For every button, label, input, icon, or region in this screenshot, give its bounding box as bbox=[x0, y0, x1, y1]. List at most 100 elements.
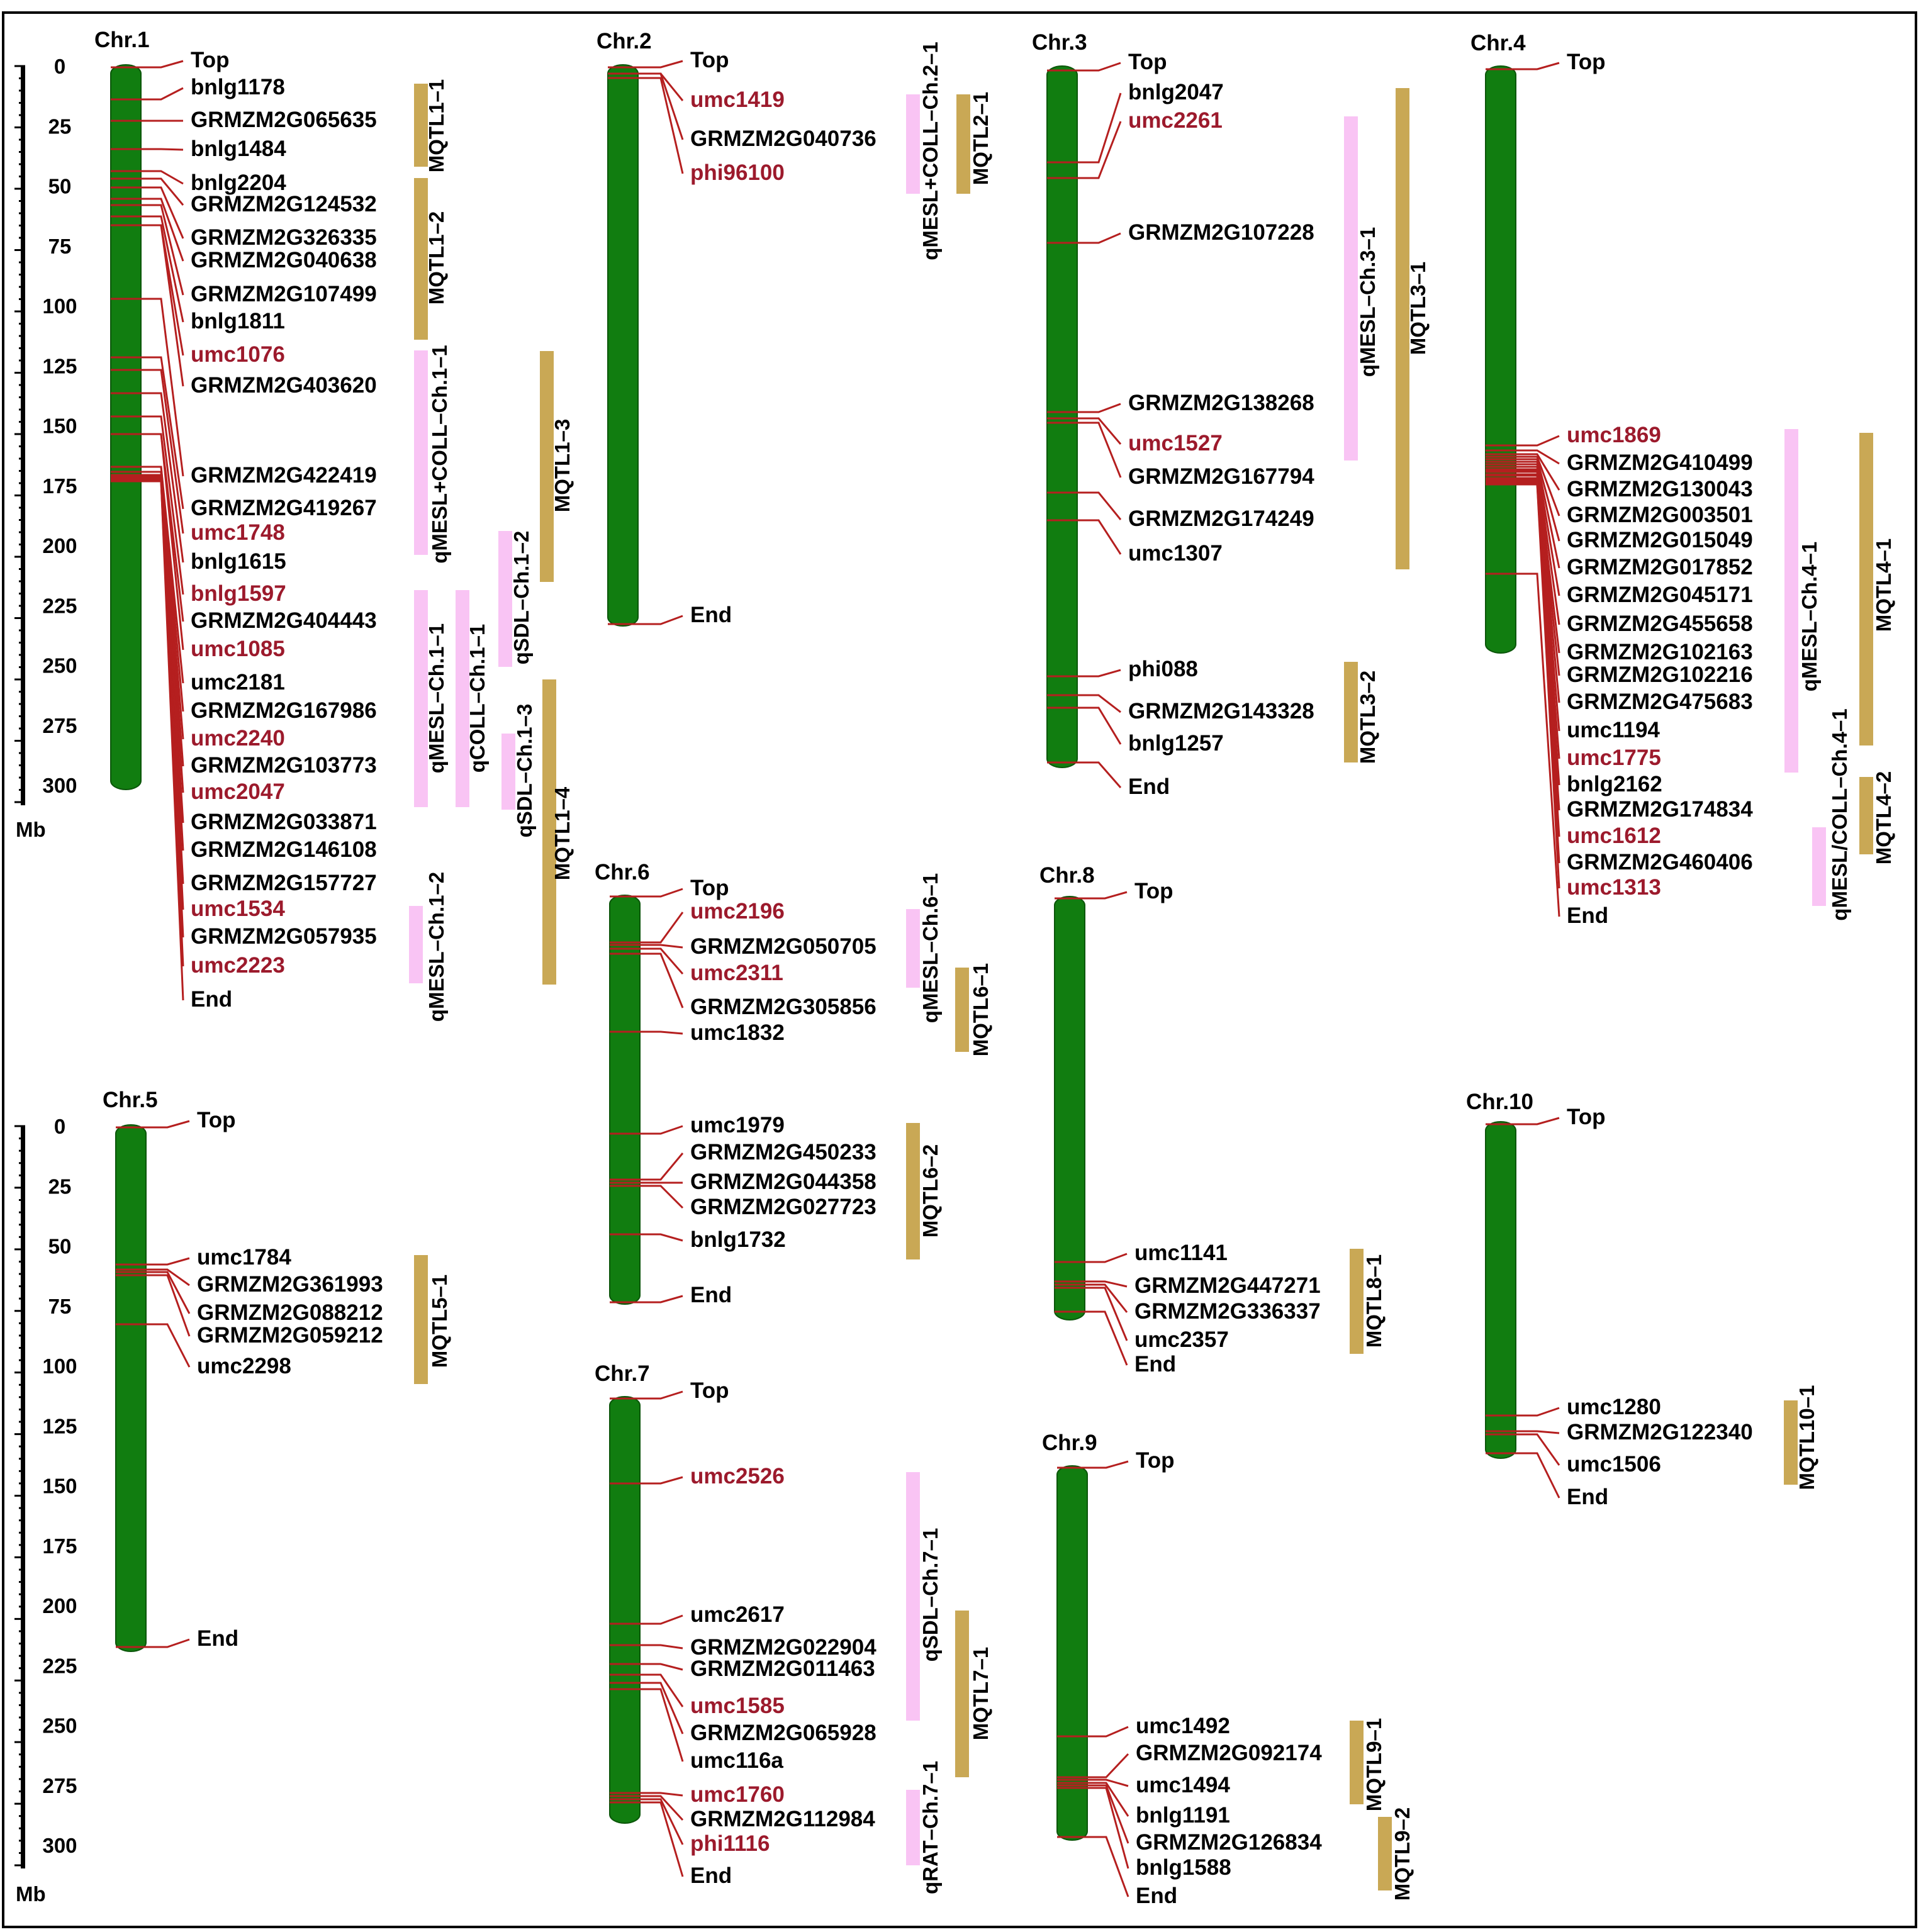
mqtl-bar bbox=[1859, 777, 1873, 854]
bar-label: MQTL4–2 bbox=[1872, 771, 1895, 865]
marker-label: GRMZM2G022904 bbox=[690, 1635, 876, 1660]
marker-connector bbox=[1516, 474, 1560, 759]
marker-connector bbox=[1516, 468, 1560, 654]
marker-connector bbox=[640, 1801, 684, 1877]
marker-connector bbox=[1087, 1784, 1129, 1844]
scale-tick-label: 275 bbox=[42, 714, 77, 737]
marker-connector bbox=[1077, 232, 1121, 244]
bar-label: qMESL–Ch.1–1 bbox=[425, 623, 448, 773]
bar-label: qMESL–Ch.1–2 bbox=[425, 872, 448, 1022]
marker-connector bbox=[1516, 461, 1560, 569]
bar-label: MQTL4–1 bbox=[1872, 539, 1895, 632]
marker-label: umc2261 bbox=[1128, 108, 1223, 133]
marker-connector bbox=[1516, 62, 1560, 70]
marker-connector bbox=[640, 1663, 683, 1671]
marker-label: GRMZM2G102216 bbox=[1567, 662, 1753, 687]
bar-label: MQTL3–2 bbox=[1356, 671, 1379, 764]
marker-label: umc1492 bbox=[1136, 1714, 1230, 1738]
chromosome-body bbox=[1046, 65, 1078, 768]
chromosome-6: Chr.6Topumc2196GRMZM2G050705umc2311GRMZM… bbox=[595, 860, 992, 1307]
mqtl-bar bbox=[955, 1611, 969, 1777]
marker-label: GRMZM2G065635 bbox=[191, 108, 377, 132]
marker-label: bnlg1588 bbox=[1136, 1855, 1231, 1880]
marker-label: GRMZM2G033871 bbox=[191, 810, 377, 834]
marker-connector bbox=[1516, 466, 1560, 625]
chromosome-4: Chr.4Topumc1869GRMZM2G410499GRMZM2G13004… bbox=[1470, 31, 1895, 928]
scale-tick-label: 75 bbox=[48, 235, 72, 258]
marker-label: End bbox=[1134, 1352, 1176, 1376]
marker-connector bbox=[640, 1792, 683, 1797]
qtl-bar bbox=[414, 350, 428, 555]
marker-label: Top bbox=[1567, 1105, 1606, 1129]
marker-label: phi1116 bbox=[690, 1831, 770, 1856]
marker-connector bbox=[1516, 1430, 1560, 1434]
qtl-bar bbox=[906, 94, 920, 194]
mqtl-bar bbox=[414, 178, 428, 340]
mqtl-bar bbox=[542, 679, 556, 985]
marker-connector bbox=[1077, 694, 1121, 713]
scale-tick-label: 200 bbox=[42, 1594, 77, 1617]
marker-label: GRMZM2G157727 bbox=[191, 871, 377, 895]
marker-label: GRMZM2G107228 bbox=[1128, 220, 1314, 245]
scale-tick-label: 50 bbox=[48, 175, 72, 198]
marker-connector bbox=[141, 204, 184, 296]
marker-connector bbox=[1087, 1460, 1129, 1469]
bar-label: MQTL10–1 bbox=[1795, 1385, 1818, 1490]
marker-connector bbox=[1077, 121, 1122, 179]
marker-label: phi088 bbox=[1128, 657, 1198, 681]
chromosome-8: Chr.8Topumc1141GRMZM2G447271GRMZM2G33633… bbox=[1039, 863, 1386, 1376]
marker-label: GRMZM2G138268 bbox=[1128, 391, 1314, 415]
chromosome-10: Chr.10Topumc1280GRMZM2G122340umc1506EndM… bbox=[1466, 1090, 1818, 1509]
figure-frame bbox=[2, 11, 1917, 1928]
qtl-bar bbox=[906, 1790, 920, 1865]
marker-label: GRMZM2G122340 bbox=[1567, 1420, 1753, 1444]
bar-label: MQTL9–2 bbox=[1391, 1807, 1414, 1901]
marker-label: GRMZM2G112984 bbox=[690, 1807, 875, 1831]
bar-label: MQTL1–2 bbox=[425, 211, 448, 305]
chromosome-body bbox=[1485, 65, 1516, 654]
scale-tick-label: 275 bbox=[42, 1774, 77, 1797]
marker-label: umc1280 bbox=[1567, 1395, 1661, 1419]
chromosome-body bbox=[1485, 1121, 1516, 1459]
bar-label: MQTL1–1 bbox=[425, 79, 448, 173]
marker-connector bbox=[141, 177, 184, 206]
marker-label: umc1832 bbox=[690, 1020, 785, 1045]
bar-label: qSDL–Ch.1–2 bbox=[510, 531, 533, 665]
scale-tick-label: 250 bbox=[42, 654, 77, 678]
scale-tick-label: 175 bbox=[42, 474, 77, 498]
marker-label: bnlg1191 bbox=[1136, 1803, 1230, 1828]
marker-label: umc1979 bbox=[690, 1113, 785, 1137]
mqtl-bar bbox=[1396, 88, 1409, 569]
marker-connector bbox=[1516, 453, 1560, 491]
marker-label: GRMZM2G447271 bbox=[1134, 1273, 1321, 1298]
marker-connector bbox=[141, 466, 184, 712]
marker-connector bbox=[640, 1153, 684, 1181]
marker-connector bbox=[638, 60, 683, 69]
marker-label: GRMZM2G003501 bbox=[1567, 503, 1753, 527]
scale-tick-label: 125 bbox=[42, 1414, 77, 1438]
scale-tick-label: 225 bbox=[42, 1654, 77, 1677]
marker-label: GRMZM2G050705 bbox=[690, 934, 876, 959]
marker-connector bbox=[1077, 706, 1122, 745]
mqtl-bar bbox=[1350, 1721, 1364, 1804]
marker-connector bbox=[141, 433, 184, 651]
mqtl-bar bbox=[956, 94, 970, 194]
marker-label: GRMZM2G167794 bbox=[1128, 464, 1314, 489]
marker-label: GRMZM2G450233 bbox=[690, 1140, 876, 1164]
marker-label: Top bbox=[690, 876, 729, 900]
marker-label: GRMZM2G404443 bbox=[191, 608, 377, 633]
marker-label: phi96100 bbox=[690, 160, 785, 185]
chromosomes: Chr.1Topbnlg1178GRMZM2G065635bnlg1484bnl… bbox=[94, 28, 1895, 1908]
qtl-bar bbox=[1812, 827, 1826, 906]
marker-label: bnlg2047 bbox=[1128, 80, 1224, 104]
marker-connector bbox=[640, 952, 684, 1008]
marker-connector bbox=[1516, 1433, 1560, 1466]
marker-label: Top bbox=[1136, 1448, 1175, 1473]
marker-label: umc2311 bbox=[690, 961, 783, 985]
chromosome-5: Chr.5Topumc1784GRMZM2G361993GRMZM2G08821… bbox=[103, 1088, 451, 1652]
marker-connector bbox=[141, 415, 184, 595]
marker-connector bbox=[1516, 471, 1560, 703]
chromosome-title: Chr.7 bbox=[595, 1361, 650, 1386]
marker-connector bbox=[1516, 1117, 1560, 1125]
